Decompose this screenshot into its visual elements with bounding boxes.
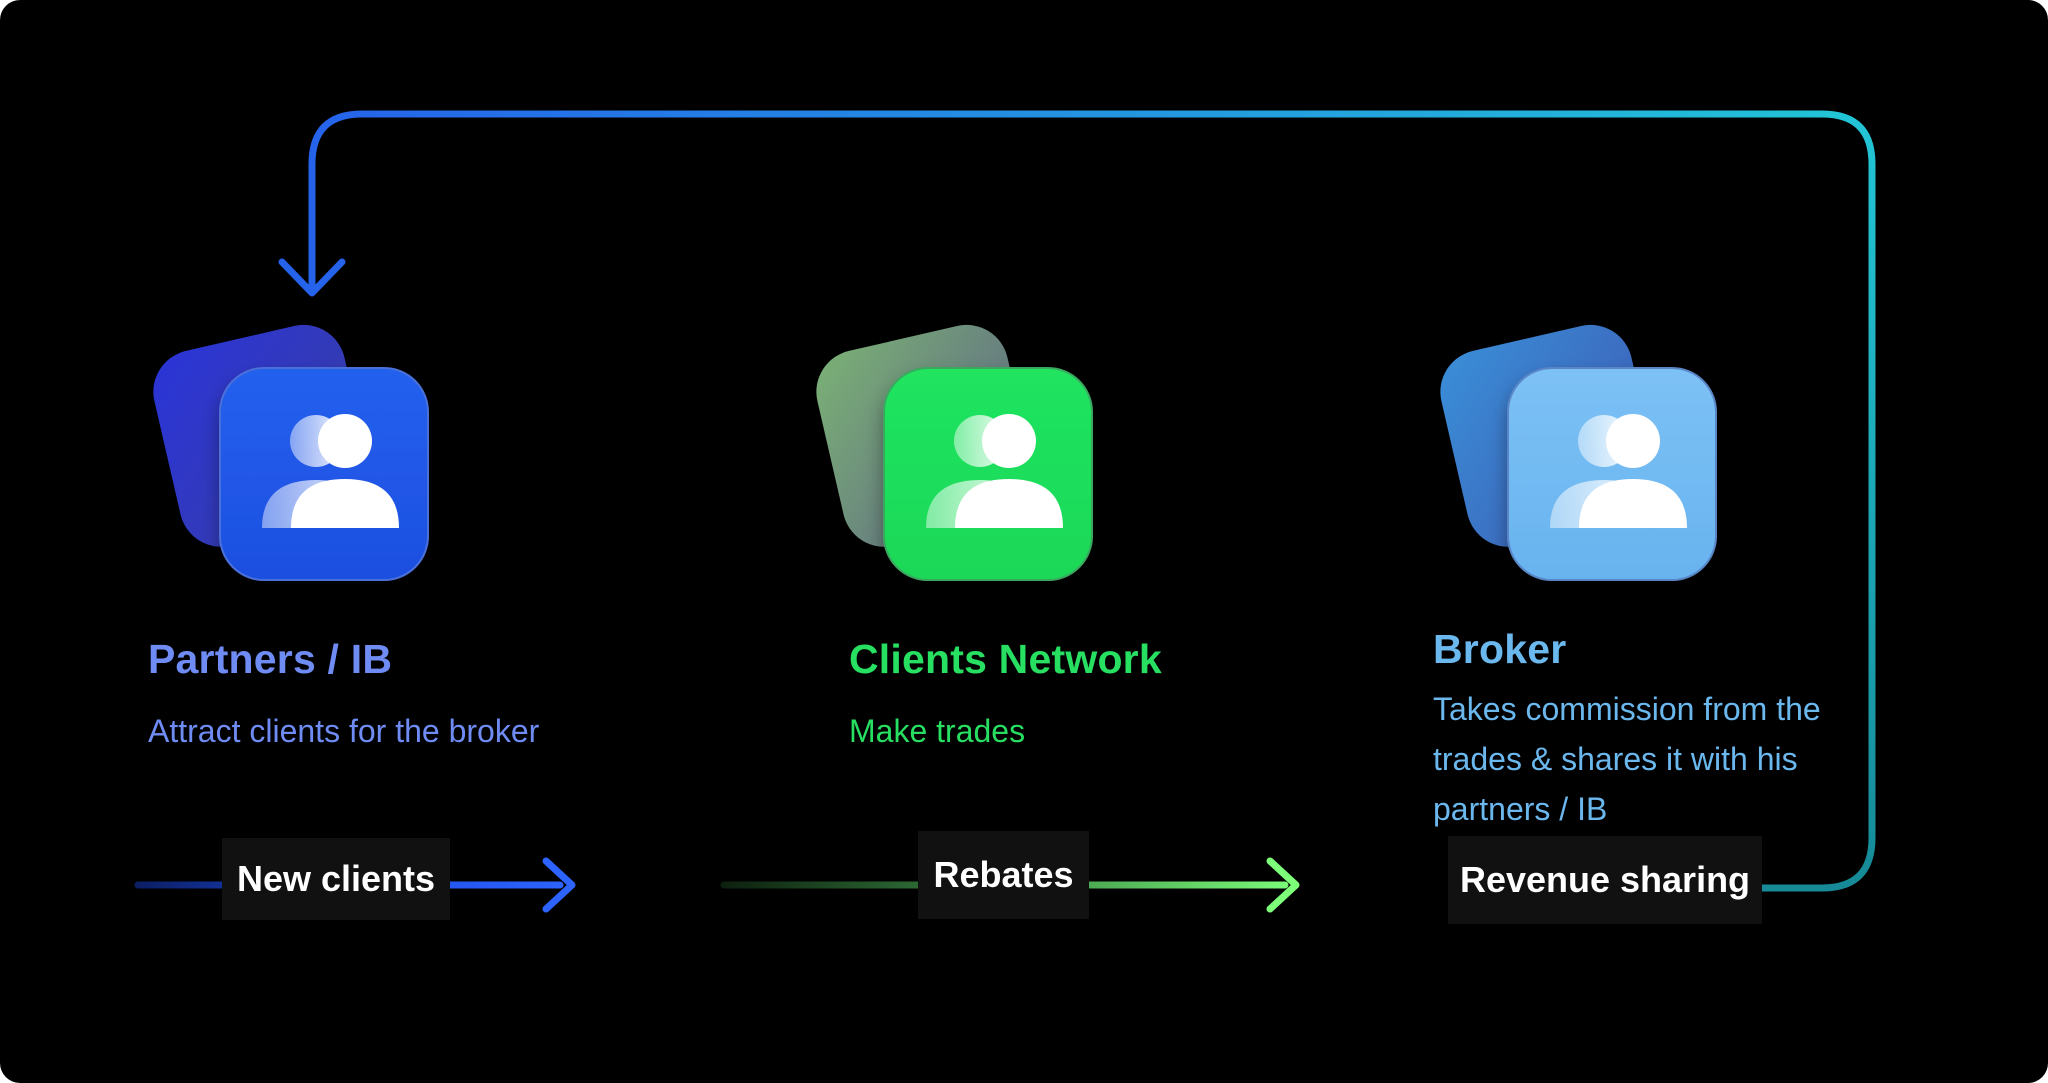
clients-icon [816,324,1093,581]
partners-description: Attract clients for the broker [148,713,540,749]
user-group-icon [926,414,1063,528]
broker-icon [1440,324,1717,581]
new-clients-arrowhead [542,857,576,913]
partners-icon [153,324,429,581]
broker-description: Takes commission from the trades & share… [1433,691,1821,827]
new-clients-label: New clients [222,838,450,920]
broker-title: Broker [1433,626,1567,672]
rebates-label: Rebates [918,831,1089,919]
loop-connector [278,110,1876,892]
revenue-sharing-label: Revenue sharing [1448,836,1762,924]
loop-arrowhead [278,258,346,297]
user-group-icon [1550,414,1687,528]
clients-title: Clients Network [849,636,1162,682]
clients-description: Make trades [849,713,1026,749]
user-group-icon [262,414,399,528]
rebates-arrowhead [1266,857,1300,913]
partners-title: Partners / IB [148,636,393,682]
